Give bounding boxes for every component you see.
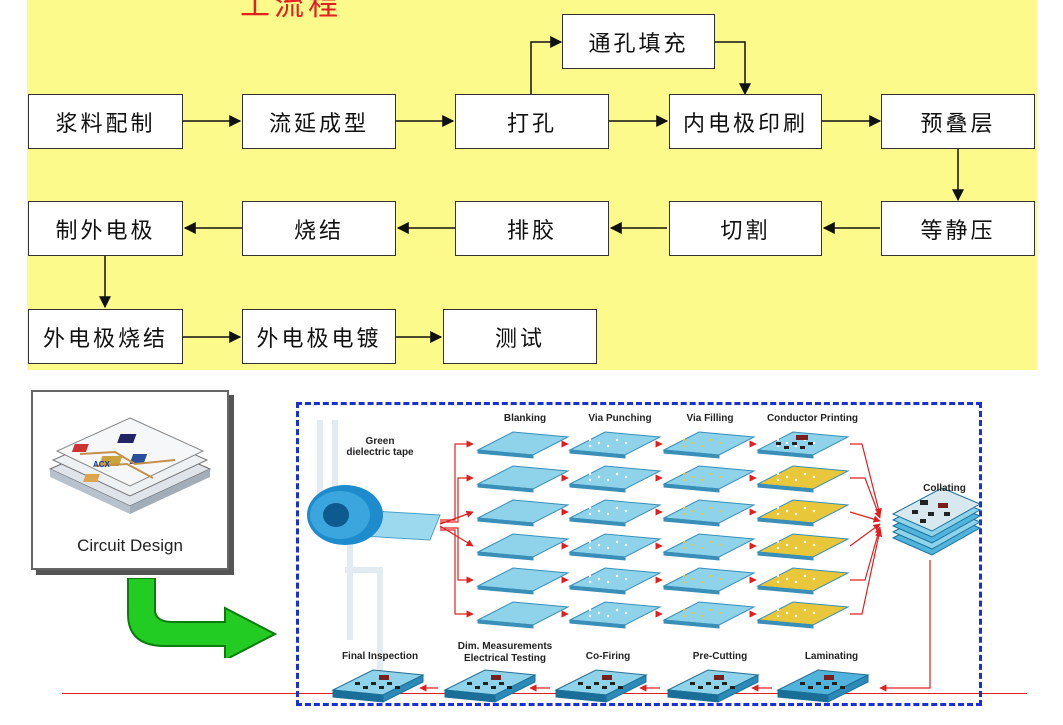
final-stage-piece-icon bbox=[554, 669, 648, 703]
process-frame bbox=[296, 402, 982, 706]
process-sheet-icon bbox=[756, 533, 850, 561]
label-green-tape-2: dielectric tape bbox=[346, 447, 414, 458]
page-title-partial: 工流程 bbox=[240, 0, 342, 23]
collating-stack-icon bbox=[891, 487, 982, 556]
process-sheet-icon bbox=[756, 431, 850, 459]
label-final-inspection: Final Inspection bbox=[341, 651, 419, 662]
process-sheet-icon bbox=[662, 601, 756, 629]
step-cutting: 切割 bbox=[669, 201, 822, 256]
step-debinding: 排胶 bbox=[455, 201, 609, 256]
final-stage-piece-icon bbox=[666, 669, 760, 703]
label-collating: Collating bbox=[923, 483, 966, 494]
process-sheet-icon bbox=[662, 465, 756, 493]
final-stage-piece-icon bbox=[331, 669, 425, 703]
step-via-filling: 通孔填充 bbox=[562, 14, 715, 69]
process-sheet-icon bbox=[476, 567, 570, 595]
process-sheet-icon bbox=[756, 601, 850, 629]
process-sheet-icon bbox=[568, 601, 662, 629]
process-sheet-icon bbox=[756, 499, 850, 527]
label-conductor-printing: Conductor Printing bbox=[766, 413, 859, 424]
step-testing: 测试 bbox=[443, 309, 597, 364]
step-tape-casting: 流延成型 bbox=[242, 94, 396, 149]
final-stage-piece-icon bbox=[776, 669, 870, 703]
step-external-electrode: 制外电极 bbox=[28, 201, 183, 256]
flowchart-background bbox=[27, 0, 1037, 370]
step-isostatic-pressing: 等静压 bbox=[881, 201, 1035, 256]
process-sheet-icon bbox=[662, 431, 756, 459]
tape-roll-icon bbox=[307, 485, 441, 545]
label-via-filling: Via Filling bbox=[686, 413, 734, 424]
process-sheet-icon bbox=[568, 465, 662, 493]
label-blanking: Blanking bbox=[503, 413, 547, 424]
process-sheet-icon bbox=[756, 567, 850, 595]
step-external-electrode-firing: 外电极烧结 bbox=[28, 309, 183, 364]
arrow-s4-s5 bbox=[715, 41, 751, 96]
process-sheet-icon bbox=[476, 533, 570, 561]
step-slurry-preparation: 浆料配制 bbox=[28, 94, 183, 149]
step-punching: 打孔 bbox=[455, 94, 609, 149]
circuit-module-image: ACX bbox=[48, 417, 212, 514]
red-baseline bbox=[62, 693, 1027, 694]
arrow-s3-s4 bbox=[530, 36, 563, 94]
final-stage-piece-icon bbox=[443, 669, 537, 703]
label-laminating: Laminating bbox=[804, 651, 859, 662]
circuit-design-panel: ACX Circuit Design bbox=[31, 390, 229, 570]
process-sheet-icon bbox=[662, 567, 756, 595]
step-sintering: 烧结 bbox=[242, 201, 396, 256]
process-sheet-icon bbox=[662, 499, 756, 527]
process-sheet-icon bbox=[476, 465, 570, 493]
process-sheet-icon bbox=[568, 567, 662, 595]
svg-text:ACX: ACX bbox=[93, 460, 111, 469]
label-pre-cutting: Pre-Cutting bbox=[692, 651, 748, 662]
step-pre-stacking: 预叠层 bbox=[881, 94, 1035, 149]
process-sheet-icon bbox=[476, 431, 570, 459]
label-co-firing: Co-Firing bbox=[585, 651, 631, 662]
process-sheet-icon bbox=[568, 499, 662, 527]
process-sheet-icon bbox=[756, 465, 850, 493]
process-sheet-icon bbox=[476, 499, 570, 527]
label-electrical-testing: Electrical Testing bbox=[463, 653, 547, 664]
green-arrow bbox=[127, 578, 278, 658]
process-sheet-icon bbox=[568, 533, 662, 561]
process-sheet-icon bbox=[568, 431, 662, 459]
process-sheet-icon bbox=[662, 533, 756, 561]
label-via-punching: Via Punching bbox=[588, 413, 652, 424]
step-external-electrode-plating: 外电极电镀 bbox=[242, 309, 396, 364]
process-sheet-icon bbox=[476, 601, 570, 629]
flow-arrows bbox=[99, 36, 964, 343]
step-inner-electrode-printing: 内电极印刷 bbox=[669, 94, 822, 149]
circuit-design-label: Circuit Design bbox=[77, 536, 183, 555]
label-dim-measurements: Dim. Measurements bbox=[457, 641, 553, 652]
label-green-tape-1: Green bbox=[365, 436, 395, 447]
